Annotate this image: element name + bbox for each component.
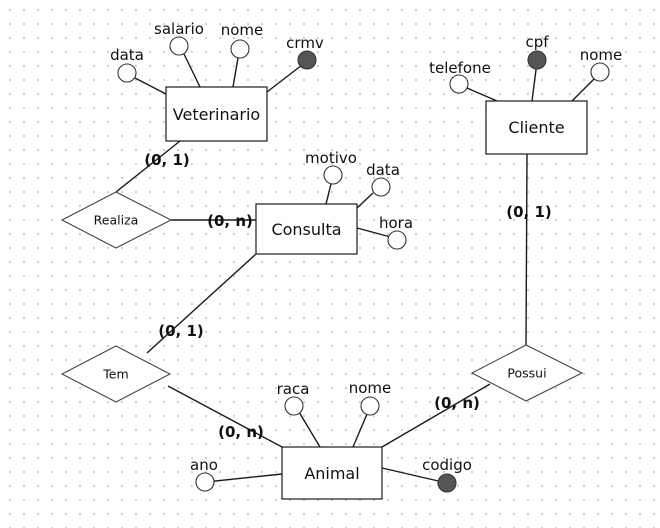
entity-box xyxy=(165,86,268,142)
attribute-motivo[interactable]: motivo xyxy=(305,149,357,185)
entity-label: Veterinario xyxy=(173,105,260,124)
connector xyxy=(134,77,167,95)
connector xyxy=(381,467,448,484)
attribute-nome[interactable]: nome xyxy=(221,21,264,59)
attribute-label: data xyxy=(110,46,144,64)
attribute-circle xyxy=(590,62,610,82)
cardinality-label: (0, 1) xyxy=(506,203,552,221)
relationship-diamond xyxy=(470,344,584,402)
connector xyxy=(115,140,181,193)
connector xyxy=(525,153,528,346)
connector xyxy=(295,406,321,448)
attribute-nome[interactable]: nome xyxy=(580,46,623,82)
relationship-realiza[interactable]: Realiza xyxy=(60,191,173,249)
attribute-label: nome xyxy=(349,379,392,397)
connector xyxy=(325,183,332,205)
attribute-codigo-key[interactable]: codigo xyxy=(422,456,472,493)
relationship-tem[interactable]: Tem xyxy=(60,345,172,403)
attribute-label: motivo xyxy=(305,149,357,167)
attribute-circle xyxy=(117,63,137,83)
entity-box xyxy=(485,100,588,155)
attribute-label: nome xyxy=(580,46,623,64)
attribute-label: ano xyxy=(190,456,218,474)
attribute-data[interactable]: data xyxy=(110,46,144,83)
entity-veterinario[interactable]: Veterinario xyxy=(165,86,268,142)
key-attribute-circle xyxy=(527,50,547,70)
attribute-circle xyxy=(169,36,189,56)
attribute-cpf-key[interactable]: cpf xyxy=(525,33,549,70)
attribute-label: cpf xyxy=(525,33,549,51)
entity-label: Consulta xyxy=(271,220,341,239)
attribute-salario[interactable]: salario xyxy=(154,20,204,56)
attribute-label: crmv xyxy=(286,34,324,52)
key-attribute-circle xyxy=(437,473,457,493)
relationship-possui[interactable]: Possui xyxy=(470,344,584,402)
attribute-circle xyxy=(449,74,469,94)
connector xyxy=(232,57,239,88)
relationship-diamond xyxy=(60,191,173,249)
entity-consulta[interactable]: Consulta xyxy=(255,203,358,255)
attribute-label: salario xyxy=(154,20,204,38)
attribute-label: data xyxy=(366,161,400,179)
entity-cliente[interactable]: Cliente xyxy=(485,100,588,155)
attribute-hora[interactable]: hora xyxy=(379,214,413,250)
connector xyxy=(183,53,201,88)
attribute-raca[interactable]: raca xyxy=(277,380,310,416)
attribute-label: hora xyxy=(379,214,413,232)
relationship-label: Realiza xyxy=(94,213,139,228)
attribute-telefone[interactable]: telefone xyxy=(429,59,491,94)
attribute-circle xyxy=(284,396,304,416)
relationship-diamond xyxy=(60,345,172,403)
connector xyxy=(266,64,303,93)
attribute-data[interactable]: data xyxy=(366,161,400,197)
connector xyxy=(167,385,283,448)
entity-box xyxy=(281,446,383,500)
entity-label: Animal xyxy=(304,464,359,483)
cardinality-label: (0, 1) xyxy=(144,151,190,169)
cardinality-label: (0, 1) xyxy=(158,322,204,340)
relationship-label: Possui xyxy=(507,366,546,381)
connector xyxy=(146,253,257,354)
cardinality-label: (0, n) xyxy=(434,394,480,412)
attribute-ano[interactable]: ano xyxy=(190,456,218,492)
attribute-circle xyxy=(323,165,343,185)
attribute-label: raca xyxy=(277,380,310,398)
attribute-circle xyxy=(195,472,215,492)
entity-box xyxy=(255,203,358,255)
attribute-nome[interactable]: nome xyxy=(349,379,392,416)
attribute-circle xyxy=(360,396,380,416)
relationship-label: Tem xyxy=(102,367,128,382)
key-attribute-circle xyxy=(297,50,317,70)
attribute-label: telefone xyxy=(429,59,491,77)
attribute-label: codigo xyxy=(422,456,472,474)
entity-label: Cliente xyxy=(508,118,564,137)
attribute-crmv-key[interactable]: crmv xyxy=(286,34,324,70)
cardinality-label: (0, n) xyxy=(218,423,264,441)
attribute-label: nome xyxy=(221,21,264,39)
attribute-circle xyxy=(387,230,407,250)
cardinality-label: (0, n) xyxy=(207,212,253,230)
cardinalities: (0, 1) (0, n) (0, 1) (0, n) (0, 1) (0, n… xyxy=(144,151,552,441)
entity-animal[interactable]: Animal xyxy=(281,446,383,500)
connector xyxy=(205,473,283,483)
attribute-circle xyxy=(230,39,250,59)
connector xyxy=(356,192,374,209)
connector xyxy=(381,383,491,448)
attribute-circle xyxy=(371,177,391,197)
